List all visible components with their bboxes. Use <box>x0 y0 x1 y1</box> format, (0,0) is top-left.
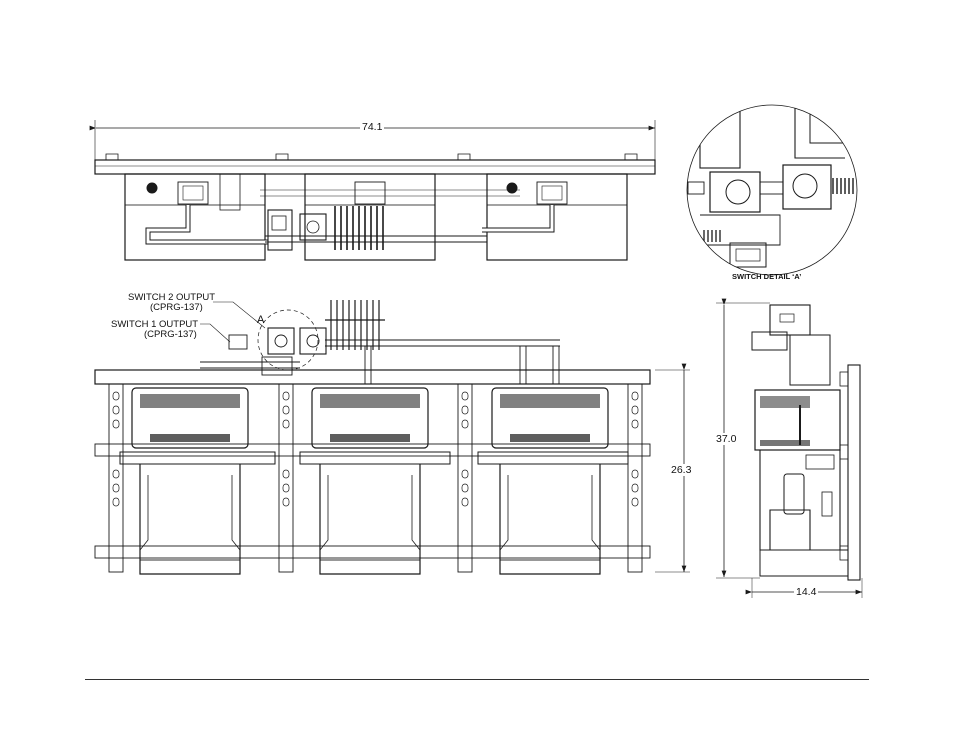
switch1-output-label: SWITCH 1 OUTPUT <box>111 319 199 330</box>
footer-rule <box>85 679 869 680</box>
switch-detail-title: SWITCH DETAIL ‘A’ <box>732 272 802 281</box>
detail-a-marker: A <box>257 314 265 326</box>
front-height-dimension: 26.3 <box>669 464 694 476</box>
front-view <box>94 300 651 575</box>
side-height-dimension: 37.0 <box>714 433 739 445</box>
switch1-output-part: (CPRG-137) <box>144 329 197 340</box>
top-view <box>89 120 656 261</box>
side-depth-dimension: 14.4 <box>794 586 819 598</box>
overall-width-dimension: 74.1 <box>360 121 385 133</box>
switch-detail-a <box>687 105 857 275</box>
side-view <box>716 298 863 598</box>
switch2-output-part: (CPRG-137) <box>150 302 203 313</box>
switch2-output-label: SWITCH 2 OUTPUT <box>128 292 216 303</box>
detail-circle <box>686 104 858 276</box>
